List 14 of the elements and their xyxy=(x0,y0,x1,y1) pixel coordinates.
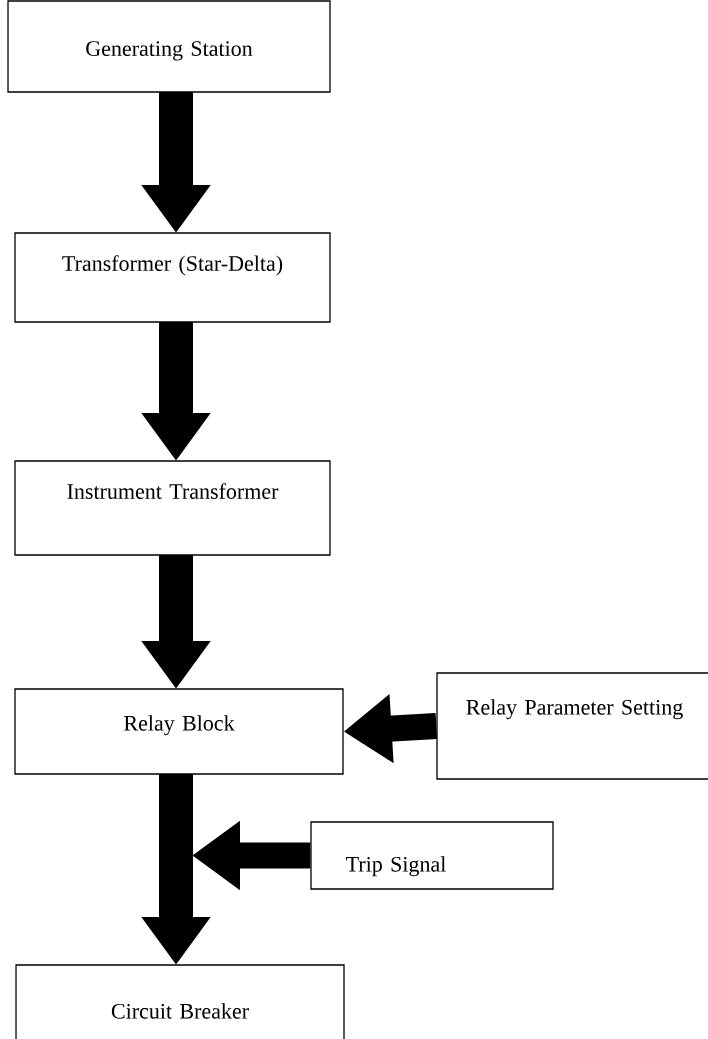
node-label: Relay Block xyxy=(124,715,235,736)
node-label: Relay Parameter Setting xyxy=(466,699,683,720)
process-box xyxy=(436,672,708,780)
process-box xyxy=(14,688,344,775)
process-box xyxy=(310,821,554,890)
process-box xyxy=(14,232,331,323)
node-label: Generating Station xyxy=(86,41,253,61)
node-label: Trip Signal xyxy=(346,856,446,877)
process-box xyxy=(14,460,331,556)
process-box xyxy=(15,964,345,1039)
process-box xyxy=(7,0,331,93)
node-label: Instrument Transformer xyxy=(67,483,279,499)
node-label: Circuit Breaker xyxy=(111,1003,249,1019)
node-label: Transformer (Star-Delta) xyxy=(62,255,283,276)
